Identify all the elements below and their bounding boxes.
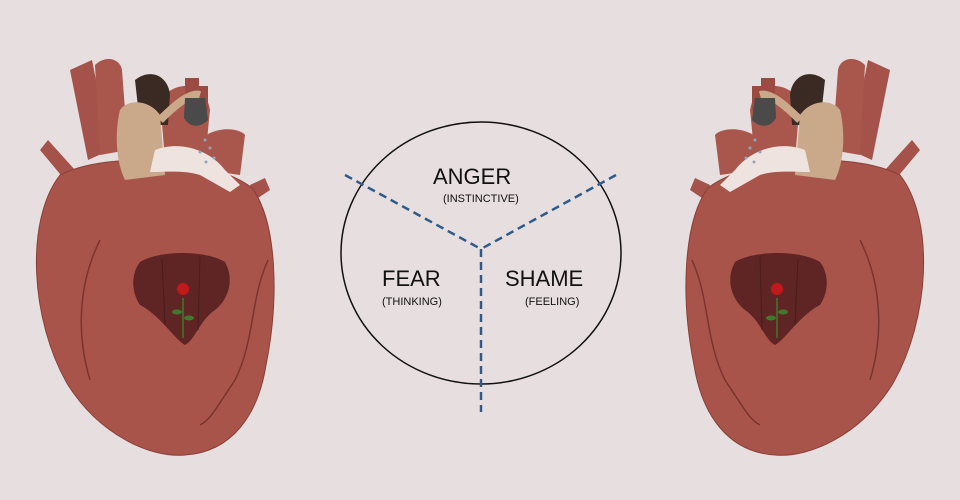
emotion-diagram [340,121,622,412]
shame-sublabel: (FEELING) [525,296,580,308]
shame-label: SHAME [505,266,584,291]
anger-label: ANGER [433,164,512,189]
fear-sublabel: (THINKING) [382,296,442,308]
fear-label: FEAR [382,266,441,291]
right-heart-illustration [686,59,924,455]
anger-sublabel: (INSTINCTIVE) [443,193,519,205]
left-heart-illustration [36,59,274,455]
